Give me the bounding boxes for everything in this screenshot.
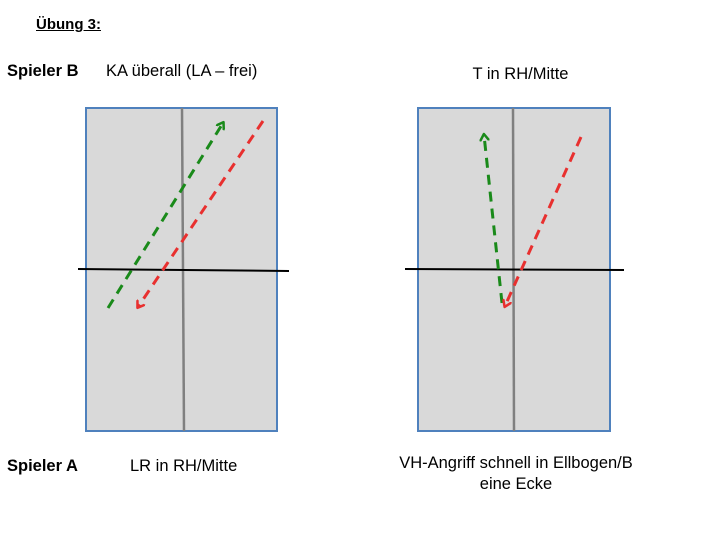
- player-b-label: Spieler B: [7, 62, 79, 80]
- left-green-arrow: [106, 123, 223, 309]
- left-red-arrow: [138, 120, 265, 307]
- right-table: [404, 107, 625, 432]
- right-table-net: [404, 268, 625, 271]
- right-green-arrow: [484, 135, 504, 304]
- player-b-task-right: T in RH/Mitte: [472, 65, 569, 83]
- right-red-arrow: [505, 136, 583, 306]
- player-a-label: Spieler A: [7, 457, 78, 475]
- player-a-task-right: VH-Angriff schnell in Ellbogen/B eine Ec…: [399, 454, 633, 494]
- player-b-task-left: KA überall (LA – frei): [106, 62, 258, 80]
- left-table-net: [77, 268, 290, 272]
- left-table: [77, 107, 290, 432]
- player-a-task-left: LR in RH/Mitte: [130, 457, 238, 475]
- exercise-title: Übung 3:: [36, 16, 101, 33]
